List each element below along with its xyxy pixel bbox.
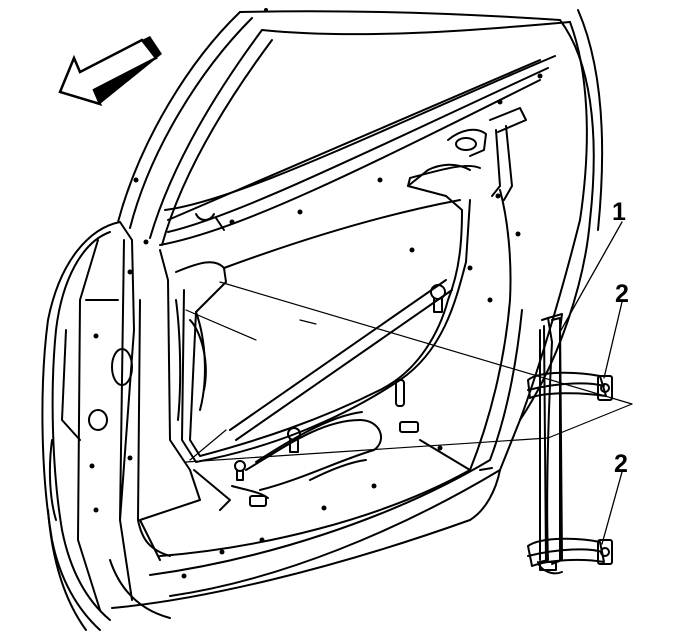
callout-1-window-regulator: 1 [612, 198, 626, 226]
direction-arrow-icon [58, 36, 162, 106]
vehicle-body-panel [41, 221, 171, 631]
window-regulator [527, 313, 613, 575]
fastener-dots [89, 8, 543, 579]
callout-2-upper-sash-clip: 2 [615, 280, 629, 308]
callout-leaders [559, 221, 623, 545]
door-inner-panel-opening [167, 59, 541, 511]
front-door-frame [111, 9, 604, 609]
callout-2-lower-sash-clip: 2 [614, 450, 628, 478]
